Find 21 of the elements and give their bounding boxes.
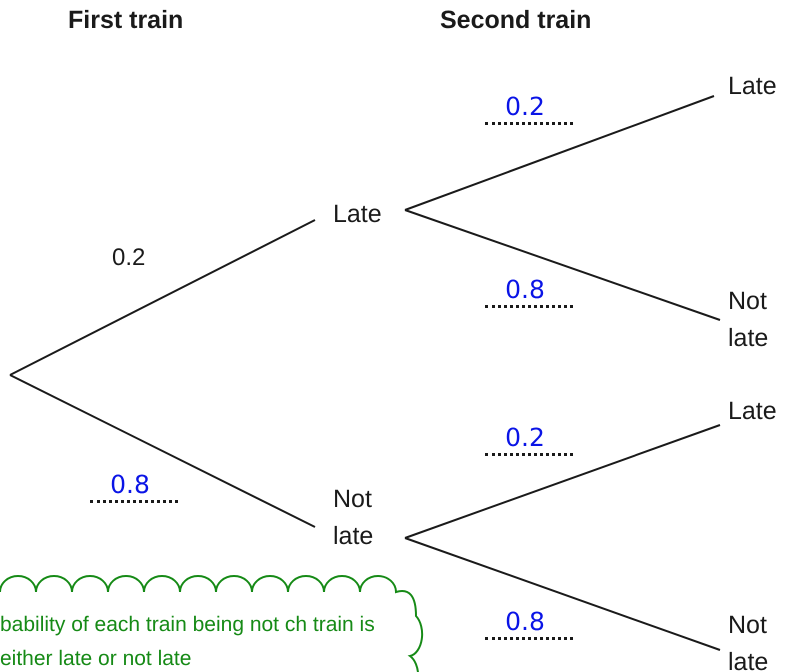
column-heading: First train: [68, 8, 184, 33]
outcome-label: Not late: [728, 607, 778, 672]
answer-line: 0.2: [485, 423, 573, 456]
answer-line: 0.8: [90, 470, 178, 503]
branch-line: [10, 219, 316, 376]
branch-line: [404, 424, 720, 539]
cloud-note: bability of each train being not ch train is either late or not late: [0, 570, 440, 672]
edge-label: 0.2: [112, 246, 146, 270]
branch-line: [404, 209, 720, 321]
outcome-label: Not late: [333, 481, 385, 555]
answer-line: 0.8: [485, 275, 573, 308]
outcome-label: Late: [333, 196, 395, 233]
outcome-label: Late: [728, 393, 788, 430]
outcome-label: Late: [728, 68, 788, 105]
column-heading: Second train: [440, 8, 592, 33]
branch-line: [404, 537, 720, 651]
outcome-label: Not late: [728, 283, 778, 357]
answer-line: 0.8: [485, 607, 573, 640]
answer-line: 0.2: [485, 92, 573, 125]
branch-line: [404, 95, 714, 211]
branch-line: [10, 374, 316, 528]
